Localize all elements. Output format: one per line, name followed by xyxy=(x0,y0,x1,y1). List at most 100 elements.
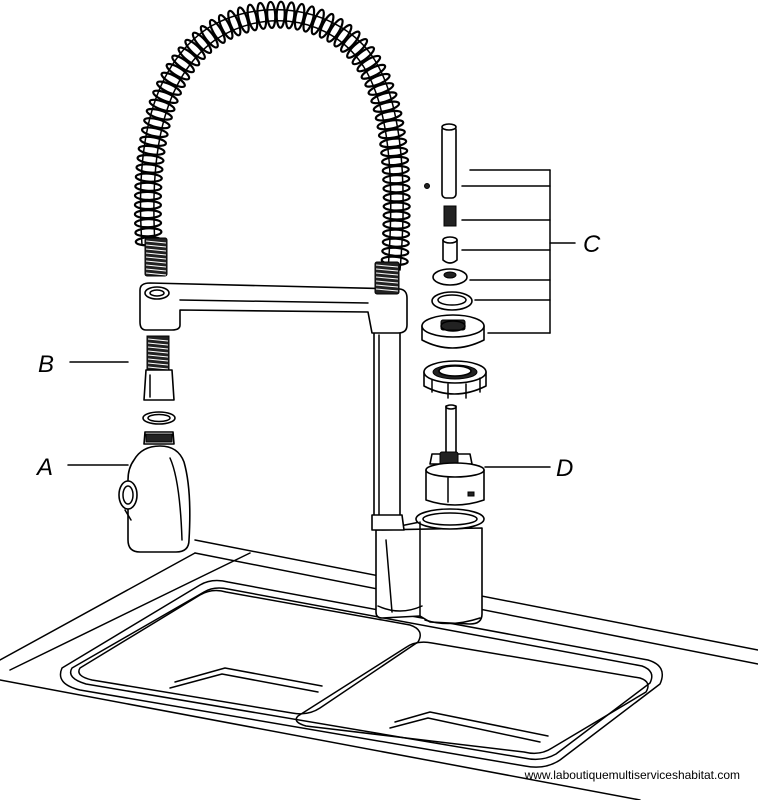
spring-coil xyxy=(374,109,403,122)
spring-coil xyxy=(266,0,277,29)
thread-line xyxy=(145,264,167,268)
spring-coil xyxy=(140,126,169,139)
spring-coil xyxy=(360,63,387,80)
spring-coil xyxy=(256,1,268,30)
spring-coil xyxy=(143,117,171,130)
spring-coil xyxy=(356,54,382,73)
spring-coil xyxy=(382,192,411,203)
sink-bowl-left xyxy=(78,589,421,715)
thread-line xyxy=(375,268,399,272)
spring-coil xyxy=(372,100,401,113)
thread-line xyxy=(147,350,169,354)
spring-coil xyxy=(217,13,234,40)
spring-coil xyxy=(382,174,411,185)
thread-line xyxy=(147,346,169,350)
spring-coil xyxy=(135,163,164,174)
thread-line xyxy=(375,288,399,292)
spring-coil xyxy=(367,82,395,96)
thread-line xyxy=(145,252,167,256)
spring-coil xyxy=(333,23,353,48)
part-a-spray-head xyxy=(118,431,191,553)
spring-coil xyxy=(145,107,173,121)
spring-coil xyxy=(382,201,411,212)
thread-line xyxy=(375,280,399,284)
thread-line xyxy=(147,342,169,346)
thread-line xyxy=(145,248,167,252)
part-d-cartridge xyxy=(425,404,485,506)
thread-line xyxy=(145,256,167,260)
thread-line xyxy=(375,272,399,276)
spring-coil xyxy=(134,227,163,238)
sink-bowl-right xyxy=(295,641,649,755)
part-b-connector xyxy=(142,335,176,425)
spring-coil xyxy=(310,8,325,36)
spring-coil xyxy=(379,137,408,149)
spring-coil xyxy=(340,30,361,53)
thread-line xyxy=(147,354,169,358)
spring-coil xyxy=(381,237,410,248)
spring-coil xyxy=(318,12,335,39)
spring-coil xyxy=(302,5,316,33)
spring-coil xyxy=(171,54,196,74)
spring-coil xyxy=(184,38,206,61)
thread-line xyxy=(145,272,167,276)
spring-coil xyxy=(382,228,411,239)
spring-coil xyxy=(376,119,405,131)
spring-coil xyxy=(381,246,410,257)
label-b: B xyxy=(38,351,54,378)
spring-coil xyxy=(160,71,186,88)
spring-coil xyxy=(364,72,391,88)
spring-coil xyxy=(381,155,410,167)
spring-coil xyxy=(152,89,179,105)
spring-coil xyxy=(199,25,219,49)
spring-coil xyxy=(208,18,226,44)
spring-coil xyxy=(236,6,250,34)
spring-coil xyxy=(381,164,410,176)
spring-coil xyxy=(346,37,369,59)
spring-coil xyxy=(133,208,162,220)
spring-coil xyxy=(133,199,162,211)
thread-line xyxy=(375,276,399,280)
spring-coil xyxy=(148,98,176,113)
spring-coil xyxy=(191,31,213,54)
label-c: C xyxy=(583,231,601,258)
spring-coil xyxy=(139,135,168,147)
thread-line xyxy=(147,366,169,370)
spring-coil xyxy=(246,3,259,32)
thread-line xyxy=(375,284,399,288)
thread-line xyxy=(145,260,167,264)
spring-coil xyxy=(134,181,163,192)
spring-coil xyxy=(293,2,306,31)
hose-end-right xyxy=(374,261,400,295)
spring-coil xyxy=(382,210,411,221)
spring-coil xyxy=(326,18,344,43)
spring-coil xyxy=(134,218,163,229)
thread-line xyxy=(145,244,167,248)
thread-line xyxy=(147,338,169,342)
label-a: A xyxy=(35,454,53,481)
label-d: D xyxy=(556,455,573,482)
spring-coil xyxy=(227,9,242,37)
faucet-base xyxy=(375,508,485,625)
spout-holder-arm xyxy=(139,282,408,334)
spring-coil xyxy=(351,46,376,66)
footer-url: www.laboutiquemultiserviceshabitat.com xyxy=(524,768,740,782)
spring-coil xyxy=(133,190,163,202)
spring-coil xyxy=(380,146,409,158)
thread-line xyxy=(147,362,169,366)
thread-line xyxy=(147,358,169,362)
hose-end-left xyxy=(144,237,168,277)
faucet-body xyxy=(371,329,405,531)
spring-hose xyxy=(133,0,411,271)
spring-coil xyxy=(177,46,201,67)
spring-coil xyxy=(382,183,411,194)
spring-coil xyxy=(134,172,163,183)
spring-coil xyxy=(136,154,165,165)
part-c-handle-stack xyxy=(421,123,485,349)
spring-coil xyxy=(275,0,286,29)
spring-coil xyxy=(370,91,398,105)
hex-nut xyxy=(423,360,487,399)
spring-coil xyxy=(382,219,411,230)
spring-coil xyxy=(137,144,166,156)
